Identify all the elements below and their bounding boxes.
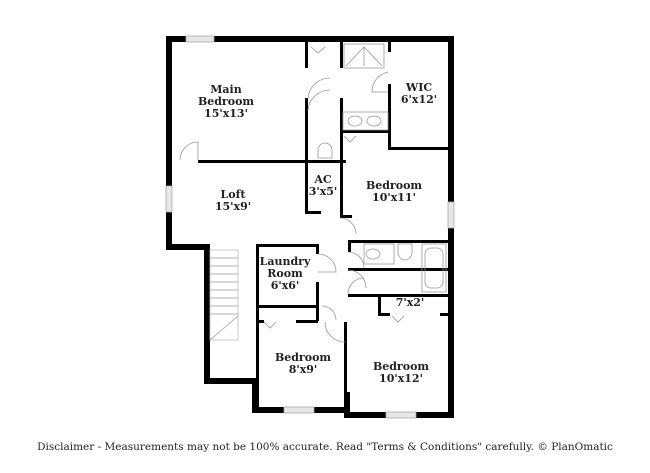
room-name: WIC xyxy=(405,81,433,94)
disclaimer-text: Disclaimer - Measurements may not be 100… xyxy=(37,441,613,453)
room-name: Bedroom xyxy=(372,360,430,373)
vanity-icon xyxy=(342,111,389,131)
toilet-icon xyxy=(397,243,413,261)
sink-icon xyxy=(363,243,395,265)
room-dimensions: 6'x12' xyxy=(400,93,438,106)
room-dimensions: 10'x11' xyxy=(372,191,416,204)
room-name: Loft xyxy=(220,188,246,201)
interior-walls xyxy=(198,42,450,414)
room-label-loft: Loft 15'x9' xyxy=(215,189,251,213)
room-dimensions: 10'x12' xyxy=(379,372,423,385)
room-name: Bedroom xyxy=(365,179,423,192)
room-dimensions: 15'x9' xyxy=(214,200,252,213)
room-dimensions: 6'x6' xyxy=(270,279,300,292)
room-name: Bedroom xyxy=(197,95,255,108)
room-label-ac: AC 3'x5' xyxy=(309,174,338,198)
room-label-main-bedroom: Main Bedroom 15'x13' xyxy=(198,84,254,120)
room-name: Bedroom xyxy=(274,351,332,364)
room-dimensions: 8'x9' xyxy=(288,363,318,376)
room-name: Main xyxy=(210,83,242,96)
room-label-wic: WIC 6'x12' xyxy=(401,82,437,106)
room-name: Room xyxy=(267,267,303,280)
room-dimensions: 7'x2' xyxy=(395,296,425,309)
door-swings xyxy=(179,71,389,343)
room-name: AC xyxy=(314,173,332,186)
staircase-icon xyxy=(209,249,239,341)
room-label-bedroom-10x12: Bedroom 10'x12' xyxy=(373,361,429,385)
room-label-bedroom-8x9: Bedroom 8'x9' xyxy=(275,352,331,376)
shower-icon xyxy=(343,43,385,69)
room-label-closet: 7'x2' xyxy=(396,297,425,309)
bathtub-icon xyxy=(421,243,447,293)
fixtures xyxy=(209,43,447,341)
toilet-icon xyxy=(317,142,333,159)
room-label-laundry: Laundry Room 6'x6' xyxy=(260,256,311,292)
room-dimensions: 15'x13' xyxy=(204,107,248,120)
room-name: Laundry xyxy=(259,255,311,268)
room-label-bedroom-10x11: Bedroom 10'x11' xyxy=(366,180,422,204)
windows xyxy=(165,35,455,419)
room-dimensions: 3'x5' xyxy=(308,185,338,198)
bifold-doors xyxy=(263,46,405,329)
